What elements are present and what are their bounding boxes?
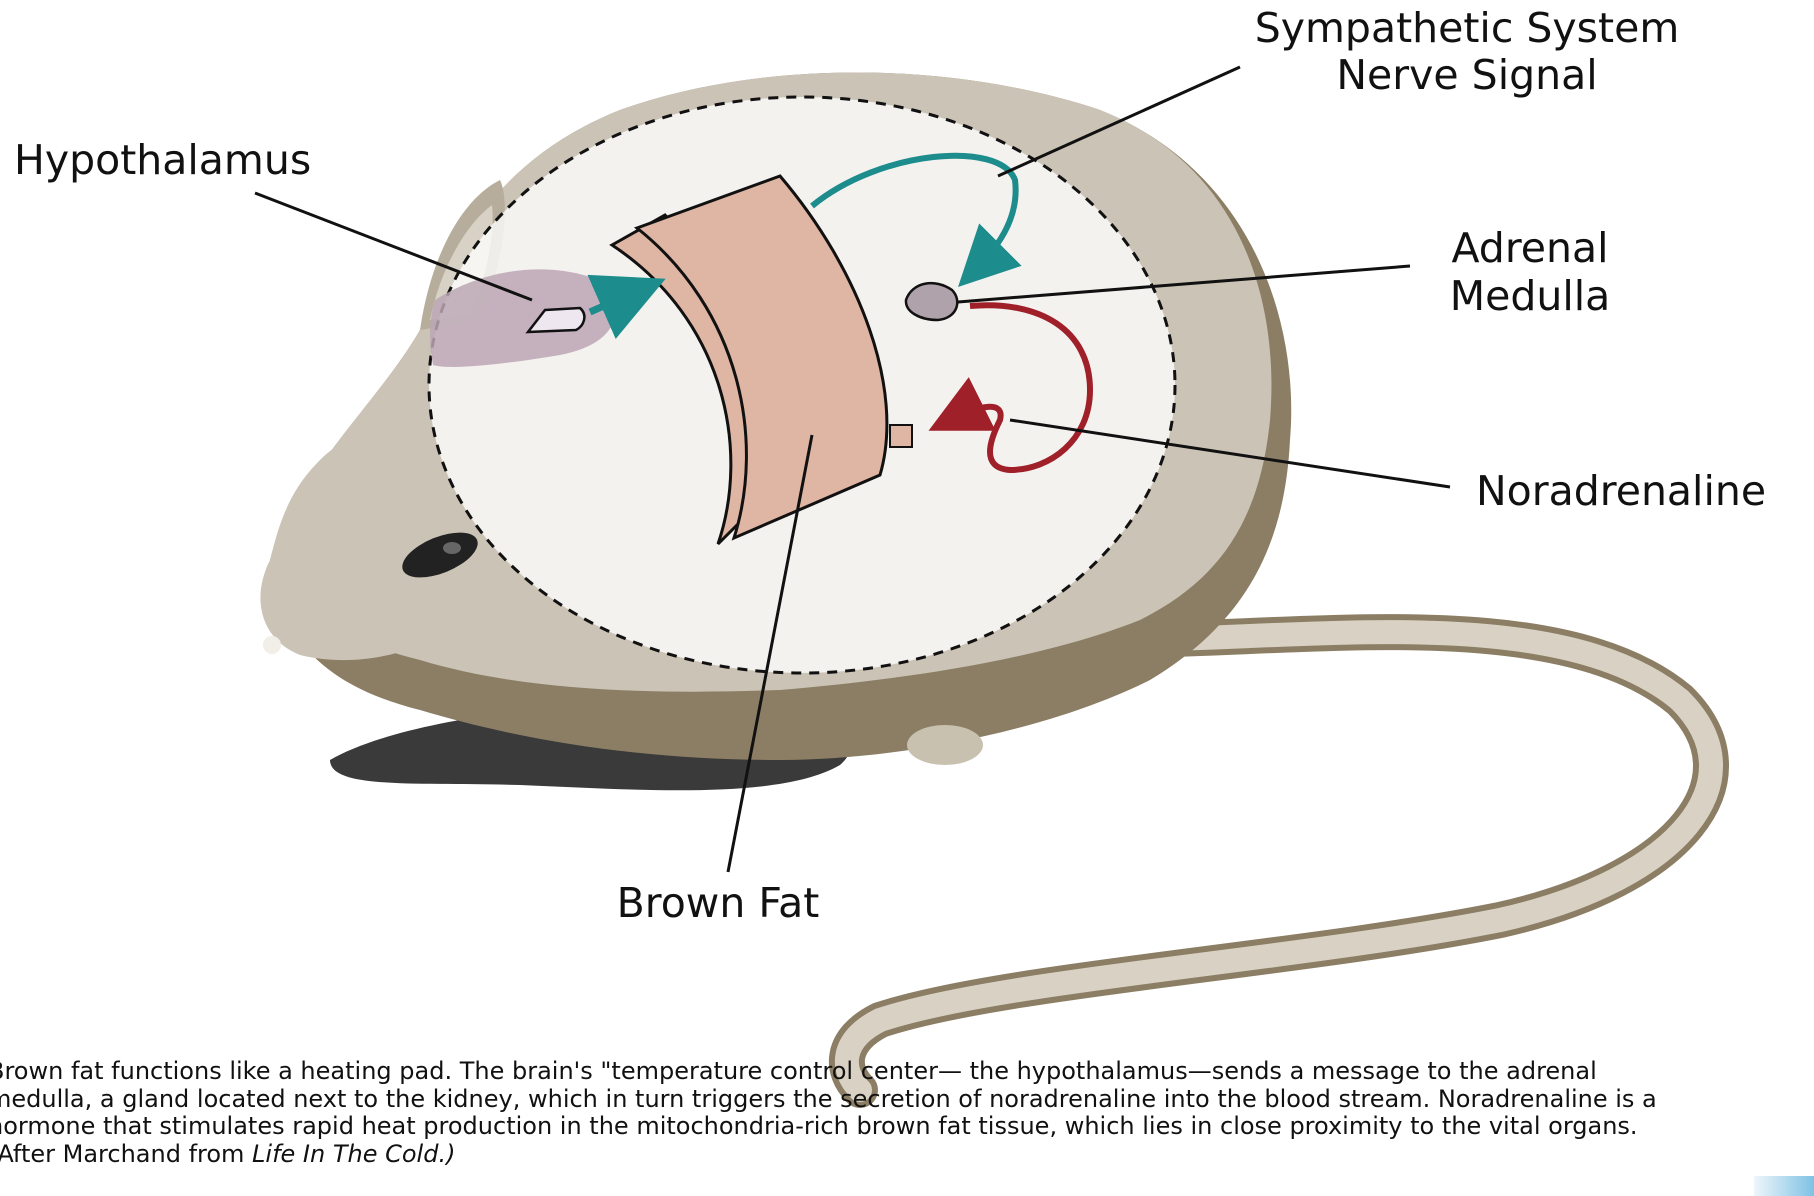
caption-text: Brown fat functions like a heating pad. … [0,1057,1657,1168]
adrenal-gland [906,283,957,320]
label-adrenal-line1: Adrenal [1451,224,1608,272]
label-noradrenaline: Noradrenaline [1476,467,1766,515]
label-hypothalamus: Hypothalamus [14,136,311,184]
label-sympathetic-line1: Sympathetic System [1255,4,1680,52]
figure-caption: Brown fat functions like a heating pad. … [0,1058,1708,1168]
label-adrenal-line2: Medulla [1450,272,1611,320]
label-brown-fat: Brown Fat [617,879,820,927]
label-sympathetic-line2: Nerve Signal [1336,51,1597,99]
caption-source-title: Life In The Cold.) [252,1140,455,1168]
corner-accent [1754,1176,1814,1196]
